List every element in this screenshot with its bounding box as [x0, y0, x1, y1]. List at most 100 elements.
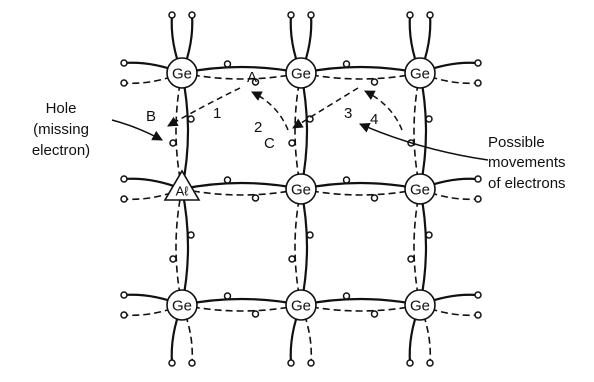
bond-solid: [418, 188, 428, 306]
movement-arrow-1: [167, 87, 241, 127]
electron-dot: [223, 292, 232, 300]
bond-dash: [175, 188, 183, 306]
atom-ge-8: Ge: [285, 289, 317, 321]
movement-arrow-2: [251, 91, 289, 131]
atom-ge-6: Ge: [404, 173, 436, 205]
electron-dot: [223, 60, 232, 68]
atom-al-acceptor: Aℓ: [163, 169, 201, 201]
electron-dot: [120, 59, 128, 67]
electron-dot: [342, 60, 351, 68]
bond-dash: [300, 72, 421, 80]
electron-dot: [120, 175, 128, 183]
electron-dot: [474, 79, 482, 87]
electron-dot: [370, 194, 379, 202]
bond-dash: [181, 304, 302, 312]
electron-dot: [406, 359, 414, 367]
electron-dot: [168, 359, 176, 367]
svg-text:Ge: Ge: [410, 66, 430, 83]
bond-solid: [418, 72, 428, 190]
atom-ge-9: Ge: [404, 289, 436, 321]
svg-text:Aℓ: Aℓ: [176, 184, 190, 199]
electron-dot: [287, 359, 295, 367]
atom-ge-2: Ge: [285, 57, 317, 89]
electron-dot: [425, 115, 433, 123]
svg-text:electron): electron): [32, 142, 90, 159]
svg-text:Ge: Ge: [410, 182, 430, 199]
electron-dot: [120, 195, 128, 203]
svg-text:Ge: Ge: [291, 298, 311, 315]
electron-dot: [342, 176, 351, 184]
electron-dot: [307, 359, 315, 367]
movement-number-1: 1: [213, 105, 221, 122]
hole-pointer-arrow: [111, 119, 163, 141]
electron-dot: [426, 359, 434, 367]
movement-number-3: 3: [344, 105, 352, 122]
bond-dash: [413, 188, 421, 306]
svg-text:Possible: Possible: [488, 134, 545, 151]
bond-dash: [300, 304, 421, 312]
bond-solid: [181, 65, 302, 75]
movement-arrow-4: [364, 90, 403, 131]
bond-solid: [300, 65, 421, 75]
electron-dot: [120, 79, 128, 87]
movement-number-4: 4: [370, 111, 378, 128]
electron-dot: [306, 115, 314, 123]
svg-text:Ge: Ge: [291, 66, 311, 83]
electron-dot: [474, 175, 482, 183]
movements-label: Possible movements of electrons: [488, 134, 566, 192]
electron-dot: [306, 231, 314, 239]
svg-text:Ge: Ge: [410, 298, 430, 315]
atom-ge-1: Ge: [166, 57, 198, 89]
hole-label: Hole (missing electron): [32, 100, 90, 159]
point-label-c: C: [264, 135, 275, 152]
electron-dot: [120, 291, 128, 299]
electron-dot: [370, 78, 379, 86]
movement-number-2: 2: [254, 119, 262, 136]
bond-dash: [294, 188, 302, 306]
point-label-a: A: [247, 69, 257, 86]
electron-dot: [288, 139, 296, 147]
electron-dot: [370, 310, 379, 318]
atom-ge-3: Ge: [404, 57, 436, 89]
electron-dot: [407, 255, 415, 263]
bond-solid: [299, 72, 309, 190]
svg-text:of electrons: of electrons: [488, 175, 566, 192]
bond-solid: [300, 297, 421, 307]
electron-dot: [251, 78, 260, 86]
svg-text:Hole: Hole: [46, 100, 77, 117]
bond-solid: [181, 181, 302, 191]
electron-dot: [474, 291, 482, 299]
movements-pointer-arrow: [359, 122, 489, 161]
electron-dot: [406, 11, 414, 19]
svg-text:Ge: Ge: [291, 182, 311, 199]
svg-text:Ge: Ge: [172, 66, 192, 83]
bond-solid: [181, 297, 302, 307]
svg-text:movements: movements: [488, 154, 566, 171]
electron-dot: [342, 292, 351, 300]
electron-dot: [187, 115, 195, 123]
svg-text:Ge: Ge: [172, 298, 192, 315]
bond-solid: [300, 181, 421, 191]
bond-solid: [299, 188, 309, 306]
bond-dash: [300, 188, 421, 196]
electron-dot: [307, 11, 315, 19]
valence-electrons: [120, 11, 482, 367]
movement-arrows: [167, 87, 403, 131]
electron-dot: [474, 59, 482, 67]
electron-dot: [120, 311, 128, 319]
point-label-b: B: [146, 108, 156, 125]
svg-text:(missing: (missing: [33, 121, 89, 138]
electron-dot: [474, 195, 482, 203]
bond-dash: [181, 188, 302, 196]
bond-dash: [413, 72, 421, 190]
electron-dot: [168, 11, 176, 19]
electron-dot: [426, 11, 434, 19]
electron-dot: [287, 11, 295, 19]
atom-ge-7: Ge: [166, 289, 198, 321]
atom-ge-5: Ge: [285, 173, 317, 205]
movement-arrow-3: [292, 87, 359, 129]
electron-dot: [288, 255, 296, 263]
electron-dot: [169, 139, 177, 147]
